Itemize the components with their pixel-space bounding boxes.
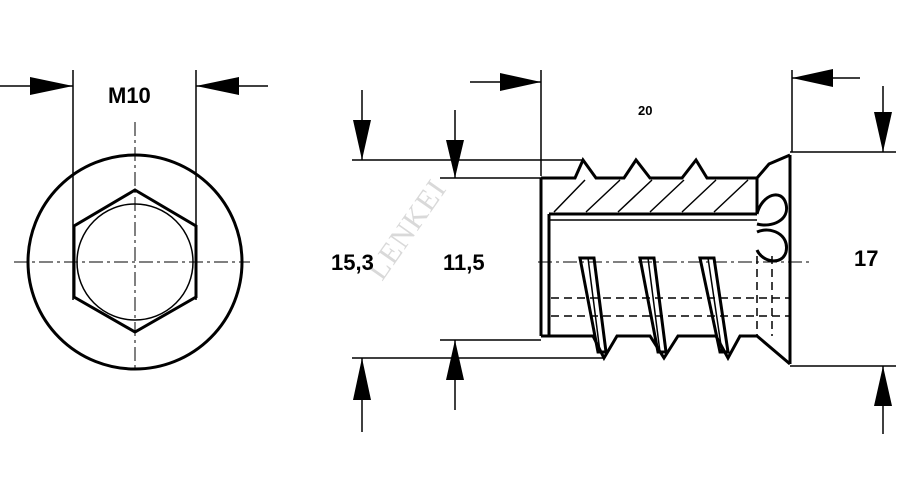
watermark: LENKEI xyxy=(361,173,454,286)
length-arrow-left xyxy=(500,73,541,91)
outer-diameter-label: 15,3 xyxy=(331,250,374,275)
flange-scallop-bottom xyxy=(755,228,788,263)
length-label: 20 xyxy=(638,103,652,118)
m10-arrow-right xyxy=(196,77,239,95)
flange-scallop-top xyxy=(755,193,789,227)
end-view: M10 xyxy=(0,70,268,372)
inner-diameter-label: 11,5 xyxy=(443,250,485,275)
length-arrow-right xyxy=(792,69,833,87)
od-arrow-top xyxy=(353,120,371,160)
side-view: LENKEI xyxy=(331,69,896,434)
flange-arrow-top xyxy=(874,112,892,152)
thread-section-hatch xyxy=(553,179,749,213)
m10-label: M10 xyxy=(108,83,151,108)
flange-arrow-bottom xyxy=(874,366,892,406)
od-arrow-bottom xyxy=(353,358,371,400)
flange-diameter-label: 17 xyxy=(854,246,878,271)
thread-profile-bottom xyxy=(541,334,791,366)
id-arrow-top xyxy=(446,140,464,178)
internal-thread xyxy=(578,256,730,354)
thread-profile-top xyxy=(541,153,791,180)
id-arrow-bottom xyxy=(446,340,464,380)
m10-arrow-left xyxy=(30,77,73,95)
